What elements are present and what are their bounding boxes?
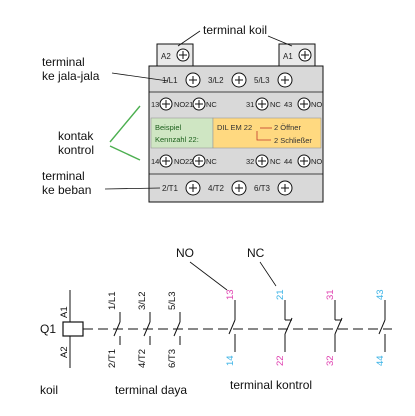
power-bottom-2t1: 2/T1 — [107, 349, 118, 368]
aux-32: 32 — [246, 157, 254, 166]
coil-symbol — [62, 321, 84, 337]
aux-no-top-2: NO — [311, 100, 322, 109]
coil-a1-label: A1 — [59, 306, 70, 318]
nameplate-beispiel: Beispiel — [155, 123, 182, 132]
terminal-4-t2: 4/T2 — [208, 184, 225, 193]
aux-label-43: 43 — [375, 289, 386, 300]
power-top-5l3: 5/L3 — [167, 292, 178, 311]
aux-terminals-bottom: 14 NO 22 NC 32 NC 44 NO — [151, 154, 322, 168]
aux-nc-top-2: NC — [270, 100, 281, 109]
power-contact-1: 1/L1 2/T1 — [107, 292, 121, 368]
power-top-3l2: 3/L2 — [137, 292, 148, 311]
aux-13: 13 — [151, 100, 159, 109]
aux-label-32: 32 — [325, 355, 336, 366]
power-top-1l1: 1/L1 — [107, 292, 118, 311]
control-contact-bracket — [109, 105, 141, 161]
aux-no-top-1: NO — [174, 100, 185, 109]
aux-label-44: 44 — [375, 355, 386, 366]
callout-control-contact-1: kontak — [58, 129, 94, 143]
aux-contact-13-14: 13 14 — [225, 289, 236, 366]
callout-control-contact-2: kontrol — [58, 143, 94, 157]
power-contact-2: 3/L2 4/T2 — [137, 292, 151, 368]
coil-terminal-a1-label: A1 — [283, 52, 293, 61]
power-bottom-4t2: 4/T2 — [137, 349, 148, 368]
callout-coil-terminal: terminal koil — [203, 23, 267, 37]
coil-a2-label: A2 — [59, 346, 70, 358]
aux-label-13: 13 — [225, 289, 236, 300]
callout-load-terminal-2: ke beban — [42, 183, 91, 197]
aux-contact-21-22: 21 22 — [275, 289, 293, 366]
aux-label-14: 14 — [225, 355, 236, 366]
aux-21: 21 — [185, 100, 193, 109]
coil-terminal-a1: A1 — [278, 43, 316, 67]
nameplate-schliesser: 2 Schließer — [274, 136, 312, 145]
caption-terminal-kontrol: terminal kontrol — [230, 378, 312, 392]
coil-terminal-a2: A2 — [156, 43, 194, 67]
callout-supply-terminal-1: terminal — [42, 55, 85, 69]
main-terminals-top: 1/L1 3/L2 5/L3 — [162, 72, 293, 88]
terminal-2-t1: 2/T1 — [162, 184, 179, 193]
terminal-1-l1: 1/L1 — [162, 76, 178, 85]
aux-label-22: 22 — [275, 355, 286, 366]
power-contact-3: 5/L3 6/T3 — [167, 292, 181, 368]
caption-terminal-daya: terminal daya — [115, 383, 187, 397]
callout-load-terminal-1: terminal — [42, 169, 85, 183]
aux-22: 22 — [185, 157, 193, 166]
aux-label-21: 21 — [275, 289, 286, 300]
nameplate-kennzahl: Kennzahl 22: — [155, 135, 199, 144]
no-label: NO — [176, 246, 194, 260]
aux-label-31: 31 — [325, 289, 336, 300]
nameplate-offner: 2 Öffner — [274, 123, 301, 132]
terminal-6-t3: 6/T3 — [254, 184, 271, 193]
main-terminals-bottom: 2/T1 4/T2 6/T3 — [162, 180, 293, 196]
nc-label: NC — [247, 246, 265, 260]
aux-14: 14 — [151, 157, 159, 166]
terminal-5-l3: 5/L3 — [254, 76, 270, 85]
aux-terminals-top: 13 NO 21 NC 31 NC 43 NO — [151, 97, 322, 111]
aux-31: 31 — [246, 100, 254, 109]
aux-nc-bottom-2: NC — [270, 157, 281, 166]
device-q1: Q1 — [40, 322, 56, 336]
aux-contact-43-44: 43 44 — [375, 289, 386, 366]
nameplate-model: DIL EM 22 — [217, 123, 252, 132]
coil-terminal-a2-label: A2 — [161, 52, 171, 61]
aux-nc-top-1: NC — [206, 100, 217, 109]
aux-no-bottom-1: NO — [174, 157, 185, 166]
aux-no-bottom-2: NO — [311, 157, 322, 166]
nameplate: Beispiel Kennzahl 22: DIL EM 22 2 Öffner… — [150, 117, 322, 149]
aux-nc-bottom-1: NC — [206, 157, 217, 166]
terminal-3-l2: 3/L2 — [208, 76, 224, 85]
callout-supply-terminal-2: ke jala-jala — [42, 69, 100, 83]
power-bottom-6t3: 6/T3 — [167, 349, 178, 368]
caption-koil: koil — [40, 383, 58, 397]
aux-43: 43 — [284, 100, 292, 109]
aux-contact-31-32: 31 32 — [325, 289, 343, 366]
aux-44: 44 — [284, 157, 292, 166]
